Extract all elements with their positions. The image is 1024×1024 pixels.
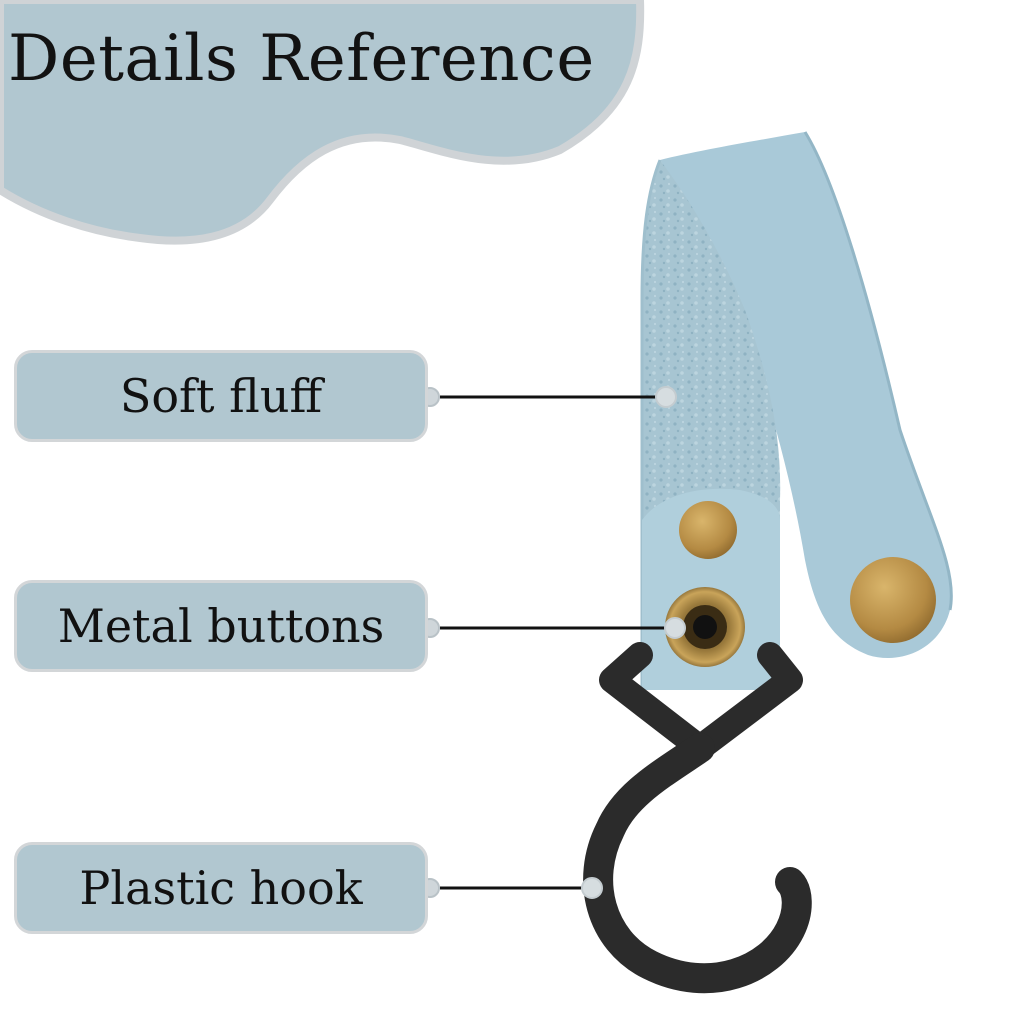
target-dots <box>581 386 686 899</box>
metal-button-back <box>850 557 936 643</box>
callout-plastic-hook: Plastic hook <box>14 842 428 934</box>
callout-soft-fluff: Soft fluff <box>14 350 428 442</box>
callout-metal-buttons: Metal buttons <box>14 580 428 672</box>
callout-lines <box>440 395 673 890</box>
strap-back-edge <box>803 131 953 611</box>
page-title: Details Reference <box>8 22 595 96</box>
strap-back-piece <box>660 132 952 658</box>
plastic-hook <box>583 642 812 994</box>
metal-button-upper <box>679 501 737 559</box>
title-blob-shape <box>0 0 645 245</box>
strap-front-edge <box>640 159 662 690</box>
